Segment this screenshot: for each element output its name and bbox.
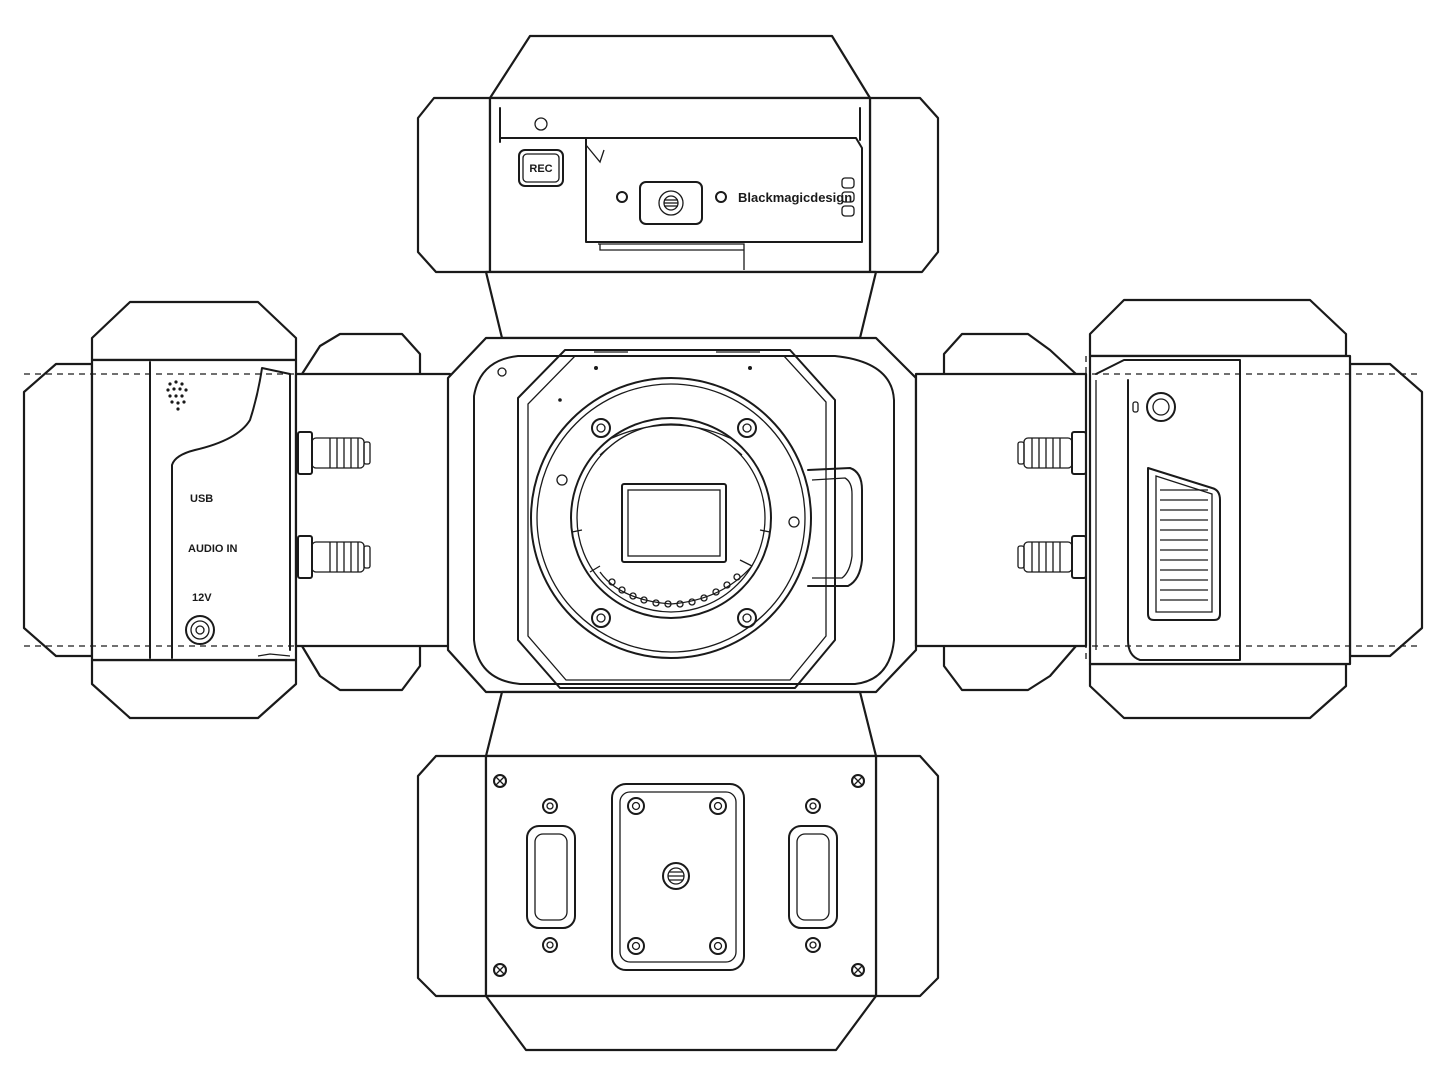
bottom-left-glue-flap (416, 754, 488, 998)
led-indicator-left (616, 191, 628, 203)
left-outer-glue-flap (22, 362, 94, 658)
right-bnc-connector-bottom (1017, 535, 1087, 579)
brand-logo-icon (841, 177, 855, 217)
media-slot-grille (1147, 467, 1221, 621)
image-sensor (621, 483, 727, 563)
mount-screws (556, 418, 800, 628)
bottom-panel-group (416, 690, 940, 1052)
rec-button[interactable]: REC (518, 149, 564, 187)
left-foot-slot (526, 825, 576, 929)
bottom-right-glue-flap (874, 754, 940, 998)
speaker-grille (166, 380, 188, 411)
front-panel-group (446, 336, 918, 694)
tripod-mount-plate (611, 783, 745, 971)
right-top-glue-flap (1088, 298, 1348, 358)
audio-in-port-label: AUDIO IN (188, 543, 238, 555)
brand-logo-text: Blackmagicdesign (738, 190, 852, 205)
right-bridge-panel (914, 372, 1088, 648)
lens-release-button[interactable] (807, 467, 863, 587)
right-outer-glue-flap (1348, 362, 1424, 658)
mount-contacts (599, 565, 753, 608)
left-panel-group: USB AUDIO IN 12V (22, 300, 452, 720)
led-indicator-right (715, 191, 727, 203)
top-left-glue-flap (416, 96, 492, 274)
left-bnc-connector-bottom (297, 535, 371, 579)
left-side-panel (90, 358, 298, 662)
top-panel-group: REC Blackmagicdesign (416, 34, 940, 340)
bottom-small-screws (542, 798, 821, 953)
top-outer-glue-flap (488, 34, 872, 100)
right-foot-slot (788, 825, 838, 929)
top-mount-plate (639, 181, 703, 225)
bottom-outer-glue-flap (484, 994, 878, 1052)
left-top-glue-flap (90, 300, 298, 362)
right-bottom-glue-flap (1088, 662, 1348, 720)
left-bnc-connector-top (297, 431, 371, 475)
bottom-corner-screws (493, 774, 865, 977)
lens-mount (530, 377, 812, 659)
power-jack (185, 615, 215, 645)
left-bottom-glue-flap (90, 658, 298, 720)
top-connector-flap (484, 270, 878, 340)
right-panel-group (914, 298, 1424, 720)
left-bridge-panel (294, 372, 452, 648)
right-bnc-connector-top (1017, 431, 1087, 475)
top-right-glue-flap (868, 96, 940, 274)
headphone-jack (1132, 392, 1176, 422)
lens-mount-housing (517, 349, 836, 689)
rec-button-label: REC (529, 163, 552, 175)
tripod-screw-hole (662, 862, 690, 890)
power-port-label: 12V (192, 592, 212, 604)
bottom-connector-flap (484, 690, 878, 758)
usb-port-label: USB (190, 493, 213, 505)
